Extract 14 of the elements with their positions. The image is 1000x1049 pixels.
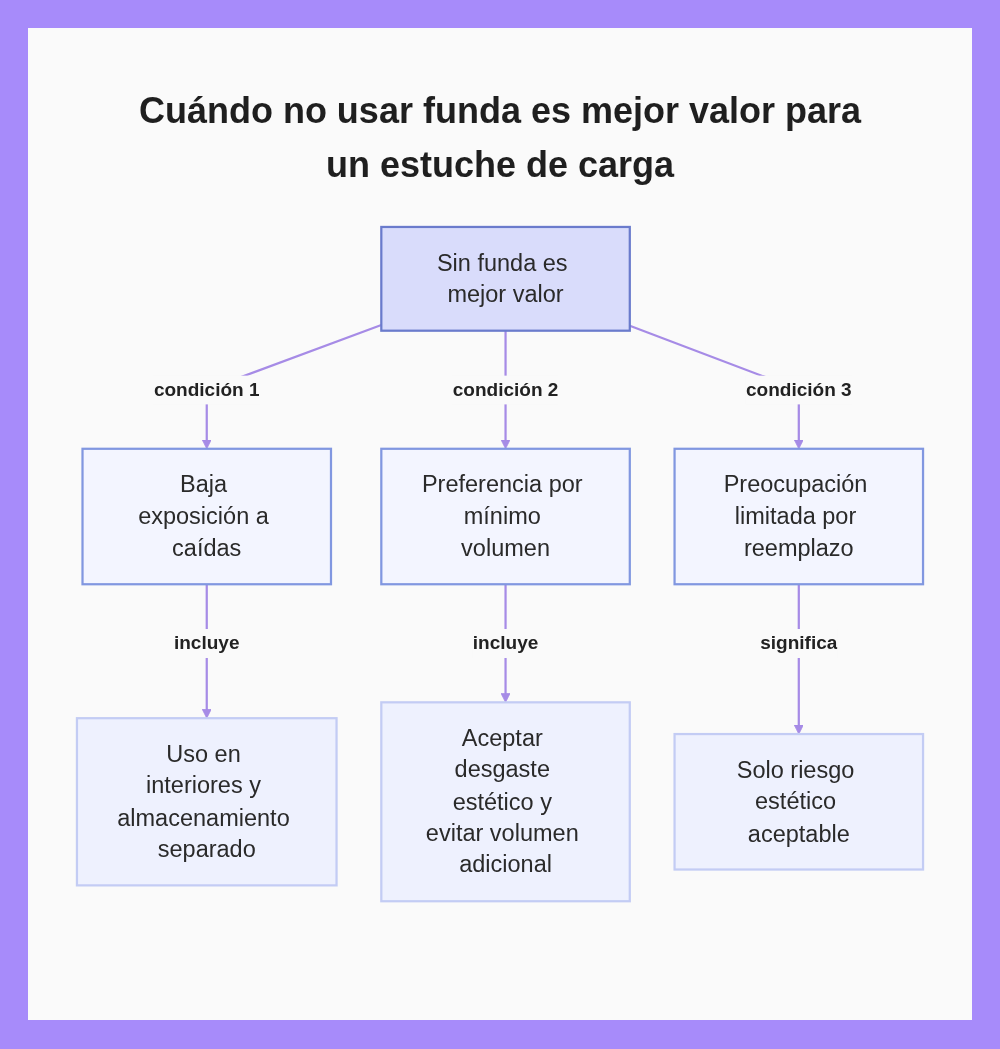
edge-label: condición 1 (153, 378, 260, 401)
node-box: Aceptar desgaste estético y evitar volumen adicional (380, 701, 631, 903)
node-box: Sin funda es mejor valor (380, 225, 631, 332)
node-box: Uso en interiores y almacenamiento separado (75, 717, 338, 887)
edge-label: significa (760, 632, 838, 654)
edge-label: condición 3 (745, 378, 852, 401)
node-box: Preocupación limitada por reemplazo (673, 447, 925, 586)
node-box: Solo riesgo estético aceptable (673, 732, 925, 871)
diagram-title: Cuándo no usar funda es mejor valor para un estuche de carga (137, 89, 863, 187)
edge-label: condición 2 (452, 378, 559, 401)
edge-label: incluye (472, 632, 539, 654)
edge-label: incluye (173, 632, 240, 654)
node-box: Preferencia por mínimo volumen (380, 447, 631, 586)
node-box: Baja exposición a caídas (81, 447, 333, 586)
